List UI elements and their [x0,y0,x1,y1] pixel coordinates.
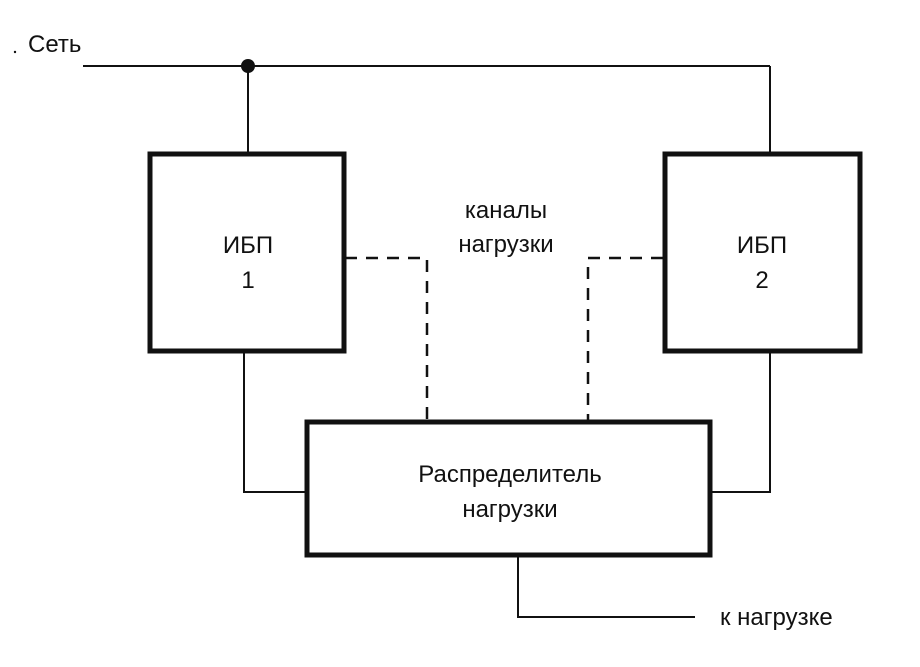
ups2-label: ИБП [737,232,787,259]
stray-dot [13,50,17,54]
load-output-line [517,557,695,618]
ups2-output-line [712,352,771,493]
ups1-output-line [243,352,305,493]
ups1-label: ИБП [223,232,273,259]
load-channel-2-dashed [586,256,663,420]
channels-label-1: каналы [465,197,547,224]
junction-dot [241,59,255,73]
ups1-number: 1 [241,267,254,294]
to-load-label: к нагрузке [720,604,833,631]
network-label: Сеть [28,31,81,58]
load-distributor-box [304,419,713,558]
distributor-label-1: Распределитель [418,461,601,488]
channels-label-2: нагрузки [458,231,553,258]
load-channel-1-dashed [345,256,429,420]
ups1-box [147,151,347,354]
ups2-box [662,151,863,354]
ups2-number: 2 [755,267,768,294]
distributor-label-2: нагрузки [462,496,557,523]
